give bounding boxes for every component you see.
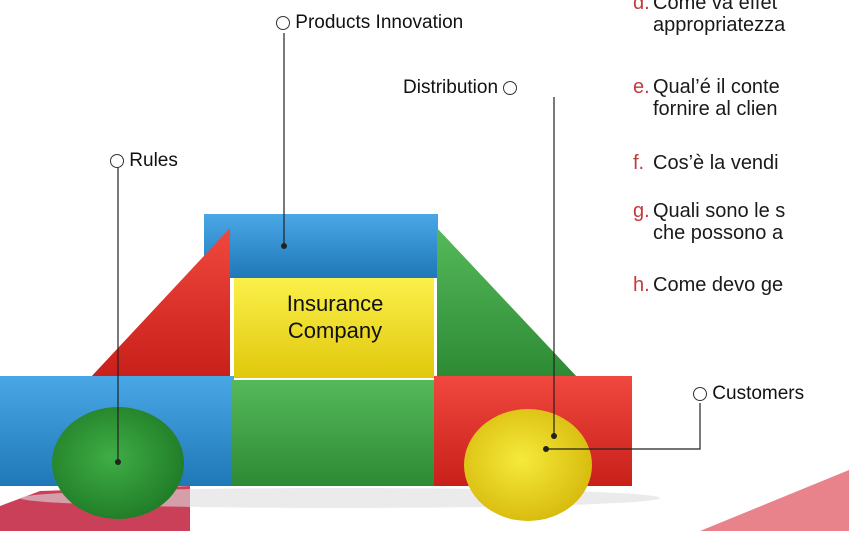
insurance-company-label: Insurance Company xyxy=(236,290,434,344)
distribution-callout: Distribution xyxy=(403,77,518,99)
circle-marker-icon xyxy=(693,387,707,401)
list-item: d.Come va effet appropriatezza xyxy=(633,0,786,36)
list-item: g.Quali sono le s che possono a xyxy=(633,200,786,244)
circle-marker-icon xyxy=(276,16,290,30)
circle-marker-icon xyxy=(503,81,518,95)
roof-block xyxy=(204,214,438,278)
center-label-line2: Company xyxy=(287,318,383,343)
floor-accent-right xyxy=(700,470,849,531)
products-innovation-label: Products Innovation xyxy=(295,12,464,33)
customers-leader-line xyxy=(546,403,701,450)
products-innovation-callout: Products Innovation xyxy=(276,12,463,34)
green-body-block xyxy=(232,380,436,486)
customers-callout: Customers xyxy=(693,383,804,405)
rear-wheel xyxy=(464,409,592,521)
center-label-line1: Insurance xyxy=(286,291,384,316)
rules-label: Rules xyxy=(129,150,178,171)
distribution-leader-dot xyxy=(551,433,557,439)
rules-callout: Rules xyxy=(110,150,178,172)
distribution-label: Distribution xyxy=(403,77,499,98)
rules-leader-dot xyxy=(115,459,121,465)
list-item: h.Come devo ge xyxy=(633,274,784,296)
green-triangle-block xyxy=(437,228,578,378)
center-yellow-block xyxy=(234,278,434,378)
list-item: e.Qual’é il conte fornire al clien xyxy=(633,76,780,120)
customers-label: Customers xyxy=(712,383,805,404)
list-item: f.Cos’è la vendi xyxy=(633,152,779,174)
products-leader-dot xyxy=(281,243,287,249)
customers-leader-dot xyxy=(543,446,549,452)
red-triangle-block xyxy=(90,228,230,378)
circle-marker-icon xyxy=(110,154,124,168)
